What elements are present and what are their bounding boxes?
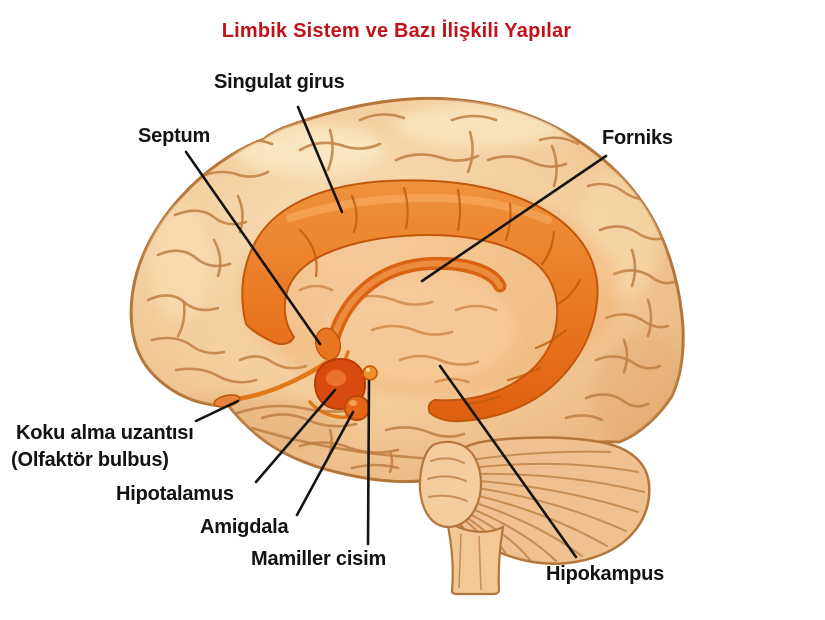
diagram-title: Limbik Sistem ve Bazı İlişkili Yapılar <box>221 20 572 42</box>
pointer-singulat-girus <box>296 105 344 214</box>
label-singulat-girus: Singulat girus <box>214 71 345 93</box>
fornix-shape <box>324 256 507 357</box>
cingulate-highlight <box>286 193 552 224</box>
cingulate-gyrus-shape <box>241 179 599 423</box>
mammillary-body-shape <box>362 365 378 381</box>
label-koku-alma-line1: Koku alma uzantısı <box>16 422 194 444</box>
amygdala-shape <box>344 395 370 421</box>
pointer-amigdala <box>295 410 355 517</box>
label-koku-alma-line2: (Olfaktör bulbus) <box>11 449 169 471</box>
sulci-occipital <box>564 225 676 422</box>
brainstem <box>445 518 505 596</box>
pointer-septum <box>184 150 322 346</box>
label-hipotalamus: Hipotalamus <box>116 483 234 505</box>
pointer-hipotalamus <box>254 388 337 484</box>
pons <box>418 440 483 528</box>
pointer-forniks <box>420 154 608 283</box>
label-forniks: Forniks <box>602 127 673 149</box>
label-septum: Septum <box>138 125 211 147</box>
pointer-lines <box>184 105 608 559</box>
label-hipokampus: Hipokampus <box>546 563 665 585</box>
pointer-hipokampus <box>438 364 578 559</box>
pointer-mamiller-cisim <box>366 379 371 546</box>
pointer-koku-alma <box>194 399 240 423</box>
label-mamiller-cisim: Mamiller cisim <box>251 548 387 570</box>
label-amigdala: Amigdala <box>200 516 289 538</box>
